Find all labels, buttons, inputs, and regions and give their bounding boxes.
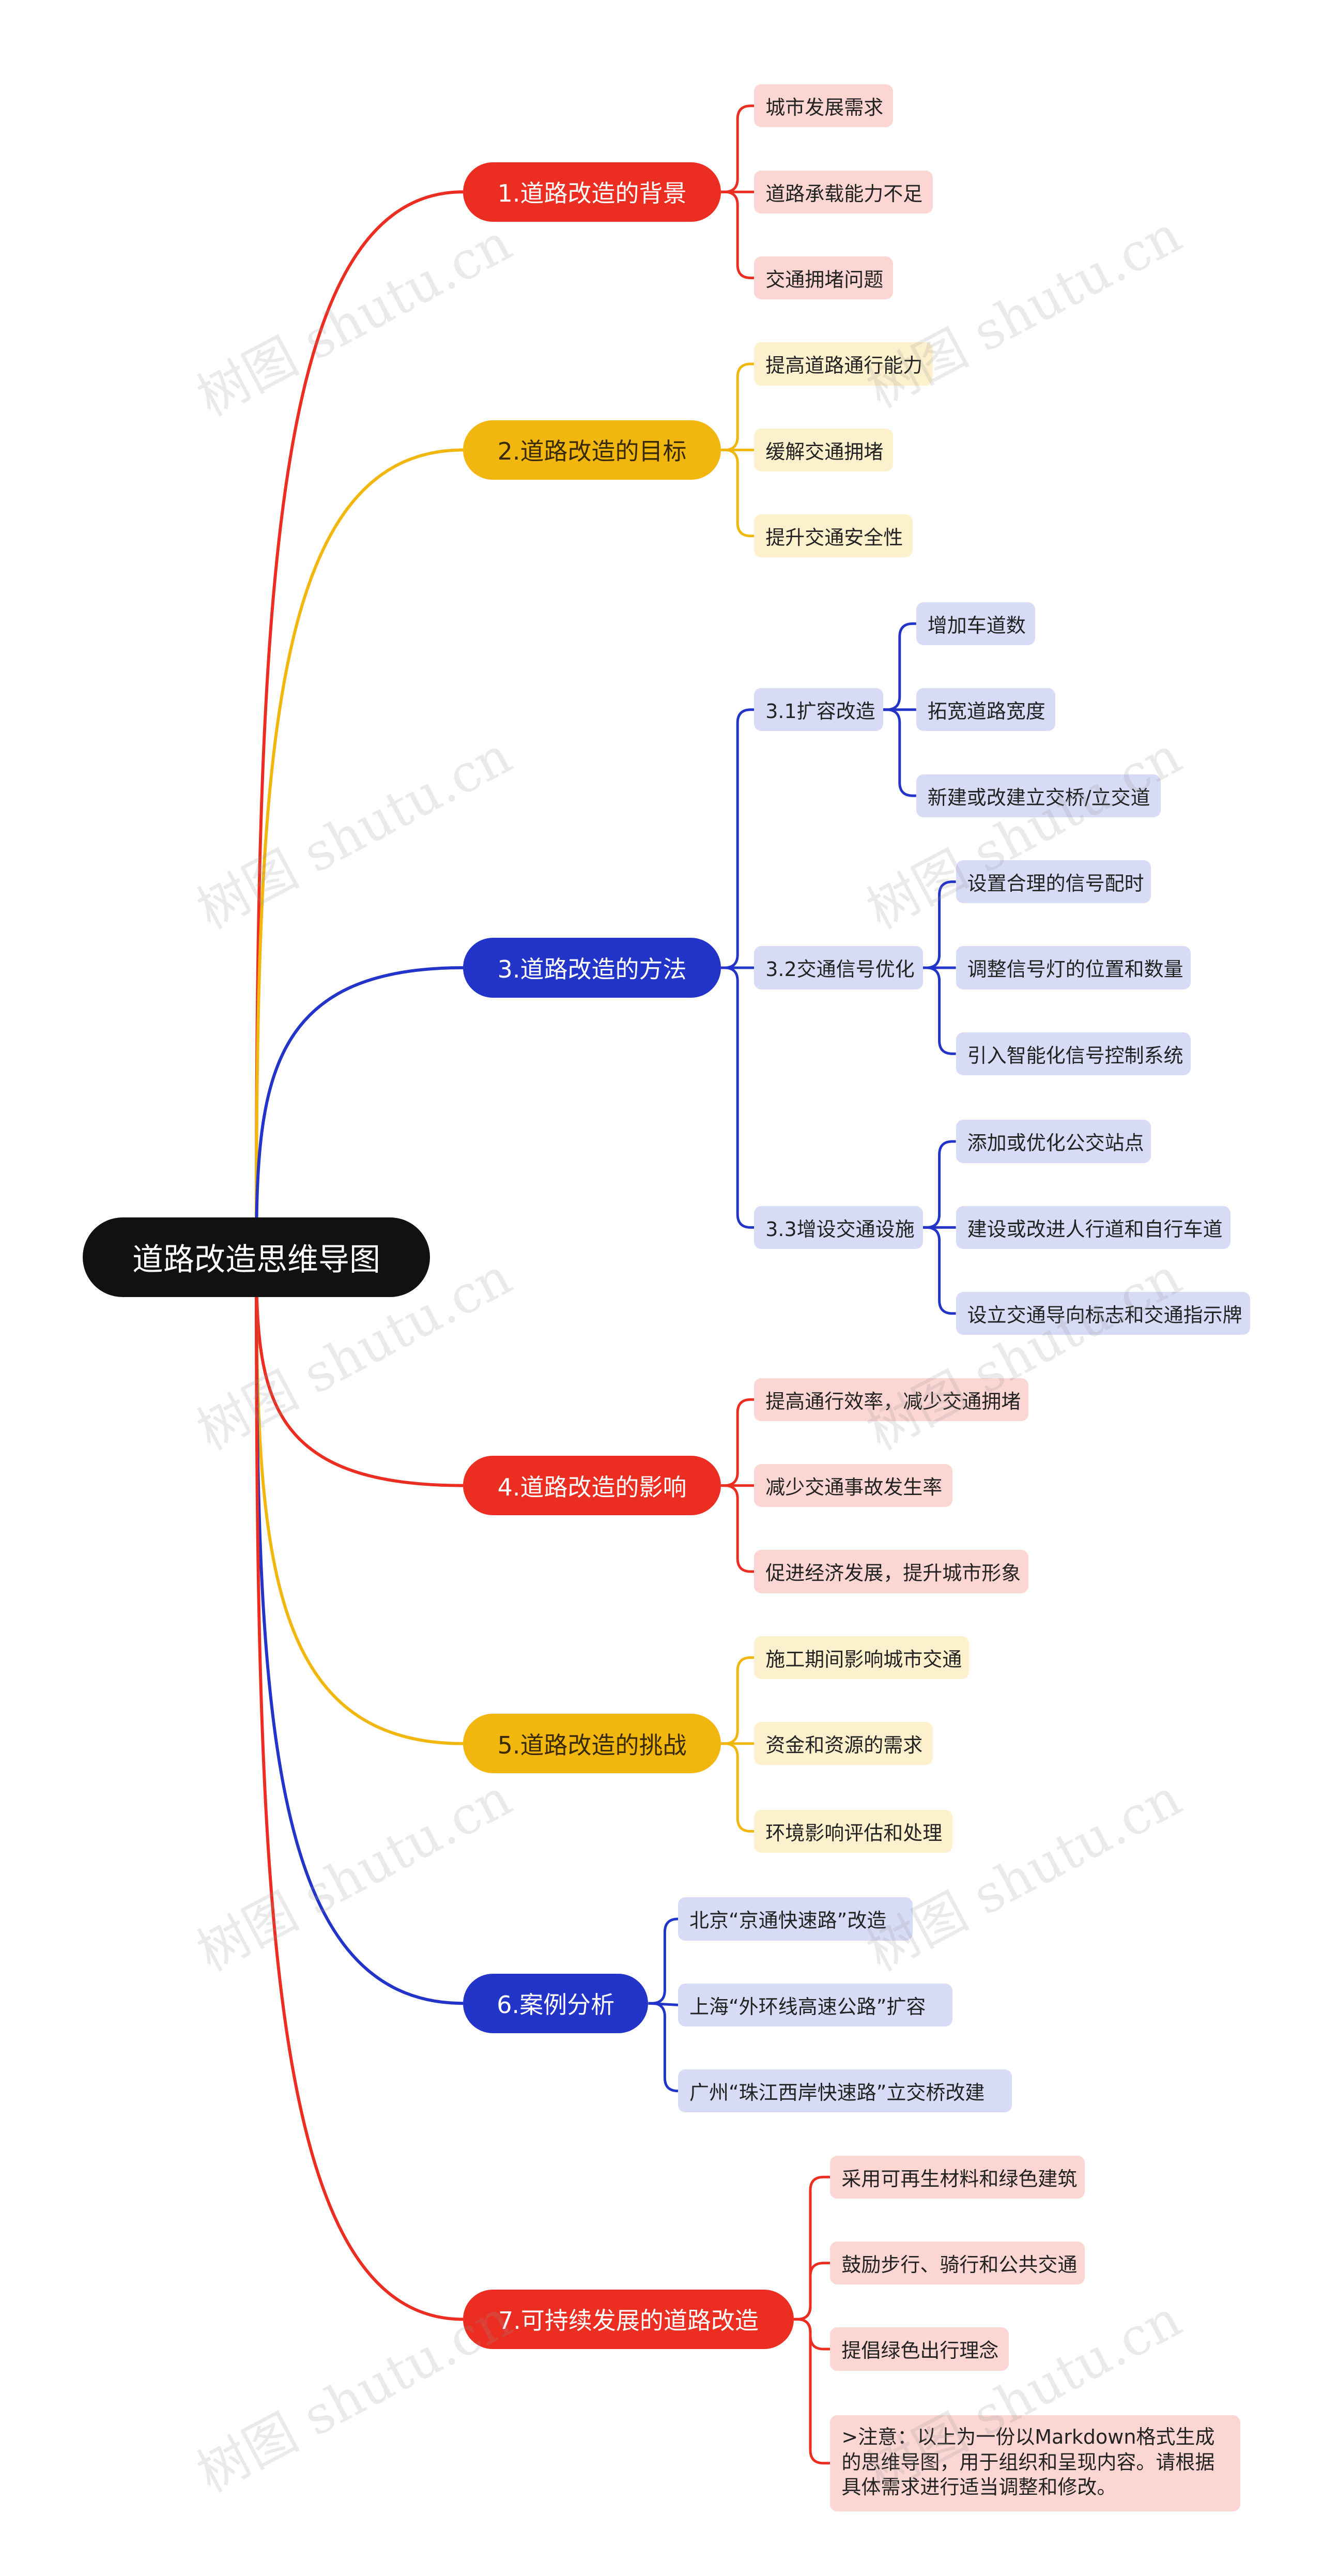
leaf-walk-bike-transit[interactable]: 鼓励步行、骑行和公共交通 bbox=[830, 2242, 1085, 2285]
leaf-ease-congestion[interactable]: 缓解交通拥堵 bbox=[754, 428, 893, 471]
leaf-traffic-jam[interactable]: 交通拥堵问题 bbox=[754, 256, 893, 300]
connector-line bbox=[648, 1917, 679, 2005]
connector-line bbox=[922, 1140, 956, 1229]
connector-line bbox=[255, 966, 464, 1258]
connector-line bbox=[721, 1398, 755, 1487]
branch-goals[interactable]: 2.道路改造的目标 bbox=[463, 420, 721, 480]
branch-impact[interactable]: 4.道路改造的影响 bbox=[463, 1456, 721, 1516]
leaf-add-lanes[interactable]: 增加车道数 bbox=[916, 602, 1036, 645]
sub-signal-optimization[interactable]: 3.2交通信号优化 bbox=[754, 946, 923, 989]
connector-line bbox=[794, 2318, 830, 2351]
leaf-construction-impact[interactable]: 施工期间影响城市交通 bbox=[754, 1636, 970, 1679]
connector-line bbox=[721, 448, 755, 538]
sub-expansion[interactable]: 3.1扩容改造 bbox=[754, 688, 883, 731]
leaf-improve-capacity[interactable]: 提高道路通行能力 bbox=[754, 342, 933, 386]
leaf-case-shanghai[interactable]: 上海“外环线高速公路”扩容 bbox=[678, 1983, 953, 2026]
sub-add-facilities[interactable]: 3.3增设交通设施 bbox=[754, 1206, 923, 1249]
connector-line bbox=[721, 104, 755, 193]
leaf-funding[interactable]: 资金和资源的需求 bbox=[754, 1722, 933, 1765]
connector-line bbox=[721, 1742, 755, 1833]
leaf-improve-safety[interactable]: 提升交通安全性 bbox=[754, 514, 913, 558]
connector-line bbox=[255, 448, 464, 1258]
connector-line bbox=[922, 966, 956, 1055]
branch-methods[interactable]: 3.道路改造的方法 bbox=[463, 938, 721, 998]
connector-line bbox=[721, 190, 755, 280]
leaf-case-guangzhou[interactable]: 广州“珠江西岸快速路”立交桥改建 bbox=[678, 2069, 1012, 2113]
leaf-road-capacity[interactable]: 道路承载能力不足 bbox=[754, 170, 933, 214]
leaf-traffic-signs[interactable]: 设立交通导向标志和交通指示牌 bbox=[956, 1292, 1251, 1335]
leaf-environment[interactable]: 环境影响评估和处理 bbox=[754, 1809, 953, 1853]
root-node[interactable]: 道路改造思维导图 bbox=[83, 1217, 430, 1297]
leaf-fewer-accidents[interactable]: 减少交通事故发生率 bbox=[754, 1464, 953, 1507]
branch-sustainable[interactable]: 7.可持续发展的道路改造 bbox=[463, 2289, 794, 2349]
connector-line bbox=[883, 708, 916, 797]
leaf-sidewalk-bikelane[interactable]: 建设或改进人行道和自行车道 bbox=[956, 1206, 1230, 1249]
connector-line bbox=[721, 708, 755, 969]
leaf-green-travel[interactable]: 提倡绿色出行理念 bbox=[830, 2327, 1009, 2371]
leaf-green-materials[interactable]: 采用可再生材料和绿色建筑 bbox=[830, 2155, 1085, 2199]
leaf-bus-stops[interactable]: 添加或优化公交站点 bbox=[956, 1120, 1151, 1163]
leaf-note[interactable]: >注意：以上为一份以Markdown格式生成的思维导图，用于组织和呈现内容。请根… bbox=[830, 2415, 1240, 2511]
leaf-efficiency[interactable]: 提高通行效率，减少交通拥堵 bbox=[754, 1378, 1029, 1421]
leaf-smart-signal[interactable]: 引入智能化信号控制系统 bbox=[956, 1032, 1191, 1075]
connector-line bbox=[883, 622, 916, 711]
connector-line bbox=[255, 1257, 464, 2321]
connector-line bbox=[794, 2318, 830, 2465]
connector-line bbox=[794, 2175, 830, 2321]
connector-line bbox=[794, 2262, 830, 2321]
leaf-build-interchange[interactable]: 新建或改建立交桥/立交道 bbox=[916, 774, 1161, 817]
leaf-economy[interactable]: 促进经济发展，提升城市形象 bbox=[754, 1550, 1029, 1593]
connector-line bbox=[721, 966, 755, 1229]
leaf-signal-timing[interactable]: 设置合理的信号配时 bbox=[956, 860, 1151, 904]
leaf-city-development[interactable]: 城市发展需求 bbox=[754, 84, 893, 128]
connector-line bbox=[648, 2002, 679, 2093]
leaf-widen-road[interactable]: 拓宽道路宽度 bbox=[916, 688, 1055, 731]
leaf-case-beijing[interactable]: 北京“京通快速路”改造 bbox=[678, 1897, 913, 1941]
leaf-signal-position[interactable]: 调整信号灯的位置和数量 bbox=[956, 946, 1191, 989]
branch-cases[interactable]: 6.案例分析 bbox=[463, 1973, 649, 2033]
branch-background[interactable]: 1.道路改造的背景 bbox=[463, 162, 721, 222]
connector-line bbox=[721, 1484, 755, 1573]
branch-challenges[interactable]: 5.道路改造的挑战 bbox=[463, 1714, 721, 1774]
connector-line bbox=[922, 1226, 956, 1315]
connector-line bbox=[721, 362, 755, 451]
connector-line bbox=[721, 1656, 755, 1745]
